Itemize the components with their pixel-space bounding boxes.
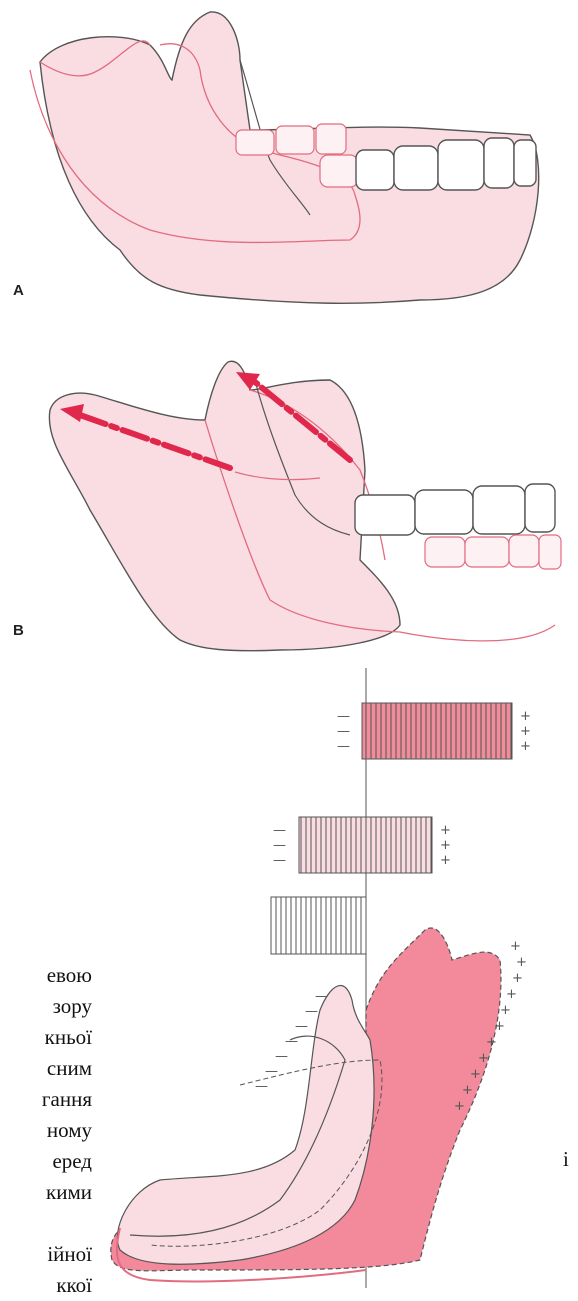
- text-fragment: гання: [0, 1084, 92, 1115]
- svg-text:+: +: [440, 823, 451, 838]
- teeth-row: [355, 484, 555, 535]
- svg-text:+: +: [440, 838, 451, 853]
- panel-b-diagram: [49, 361, 561, 650]
- svg-text:+: +: [440, 853, 451, 868]
- text-fragment: кими: [0, 1177, 92, 1208]
- svg-text:+: +: [470, 1067, 481, 1082]
- svg-text:—: —: [337, 739, 350, 754]
- svg-text:—: —: [265, 1064, 278, 1079]
- text-fragment: еред: [0, 1146, 92, 1177]
- text-fragment: евою: [0, 960, 92, 991]
- svg-text:—: —: [255, 1079, 268, 1094]
- svg-text:—: —: [337, 724, 350, 739]
- svg-text:—: —: [295, 1019, 308, 1034]
- svg-text:—: —: [337, 709, 350, 724]
- svg-text:—: —: [305, 1004, 318, 1019]
- text-fragment: сним: [0, 1053, 92, 1084]
- text-fragment: зору: [0, 991, 92, 1022]
- text-fragment: ійної: [0, 1239, 92, 1270]
- text-fragment: [0, 1208, 92, 1239]
- text-fragment: ному: [0, 1115, 92, 1146]
- bar-medium-hatch: [299, 817, 432, 873]
- panel-a-label: A: [13, 282, 24, 299]
- text-fragment: кньої: [0, 1022, 92, 1053]
- svg-text:+: +: [486, 1035, 497, 1050]
- svg-text:+: +: [494, 1019, 505, 1034]
- page-text-fragments: евою зору кньої сним гання ному еред ким…: [0, 960, 92, 1301]
- svg-text:+: +: [516, 955, 527, 970]
- teeth-row: [425, 535, 561, 569]
- svg-text:+: +: [500, 1003, 511, 1018]
- panel-a-diagram: [30, 12, 539, 303]
- bar-none-hatch: [271, 897, 366, 954]
- text-fragment: ккої: [0, 1270, 92, 1301]
- svg-text:—: —: [273, 838, 286, 853]
- svg-text:+: +: [454, 1099, 465, 1114]
- svg-text:—: —: [275, 1049, 288, 1064]
- svg-text:—: —: [273, 853, 286, 868]
- svg-text:—: —: [285, 1034, 298, 1049]
- stray-letter: і: [563, 1147, 569, 1172]
- svg-text:+: +: [520, 724, 531, 739]
- mandible-overlay-light: [117, 986, 374, 1265]
- svg-text:+: +: [520, 709, 531, 724]
- bar-strong-hatch: [362, 703, 512, 759]
- svg-text:+: +: [510, 939, 521, 954]
- svg-text:+: +: [478, 1051, 489, 1066]
- svg-text:—: —: [273, 823, 286, 838]
- svg-text:—: —: [315, 989, 328, 1004]
- svg-text:+: +: [462, 1083, 473, 1098]
- mandible-outline: [49, 361, 400, 650]
- svg-text:+: +: [512, 971, 523, 986]
- svg-text:+: +: [506, 987, 517, 1002]
- panel-c-diagram: [111, 668, 512, 1288]
- svg-text:+: +: [520, 739, 531, 754]
- panel-b-label: B: [13, 622, 24, 639]
